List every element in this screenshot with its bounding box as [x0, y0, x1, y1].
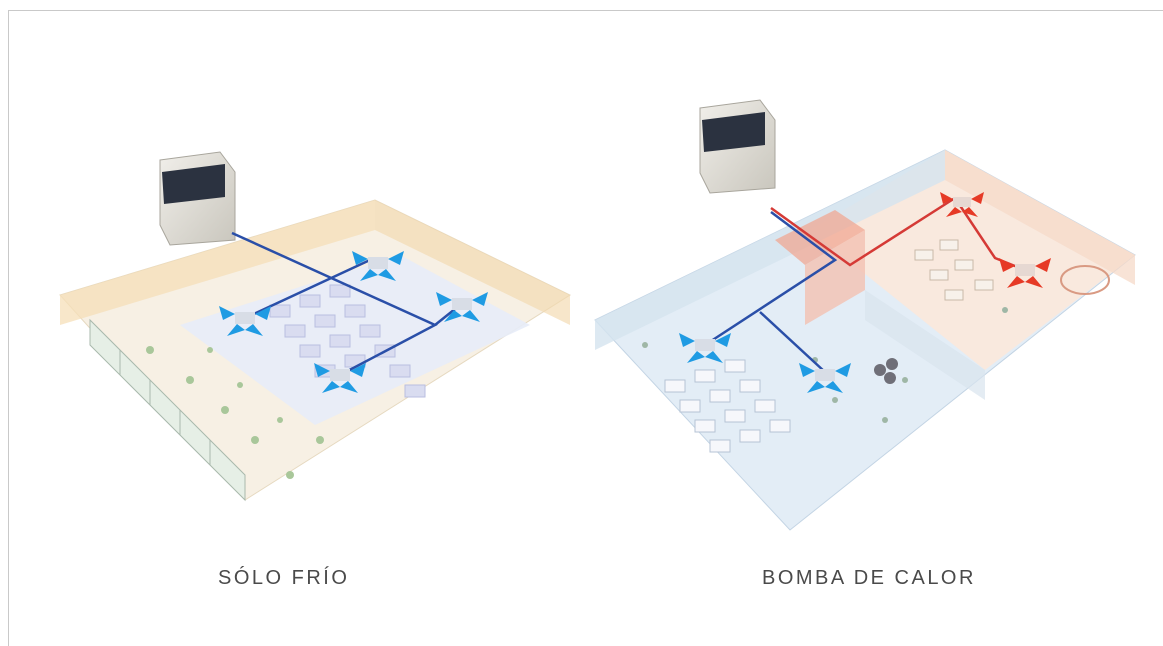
office-desks	[664, 359, 791, 453]
frame-top-border	[8, 10, 1163, 11]
storage-drums	[874, 358, 898, 384]
meeting-table	[1060, 265, 1110, 295]
indoor-unit-heat	[999, 258, 1051, 288]
back-wall	[595, 150, 945, 350]
heat-pump-illustration	[594, 99, 1136, 531]
office-desks	[914, 239, 994, 301]
indoor-unit-cool	[352, 251, 404, 281]
indoor-unit-heat	[940, 192, 984, 217]
frame-left-border	[8, 10, 9, 646]
outdoor-unit	[159, 151, 236, 246]
cooling-only-diagram	[40, 80, 600, 550]
indoor-unit-cool	[219, 306, 271, 336]
partition-wall	[865, 290, 985, 400]
core-room-front	[805, 230, 865, 325]
indoor-unit-cool	[436, 292, 488, 322]
right-wall	[375, 200, 570, 325]
decor-plants	[146, 346, 324, 479]
outdoor-unit	[699, 99, 776, 194]
cooling-only-illustration	[59, 151, 572, 502]
indoor-unit-cool	[799, 363, 851, 393]
caption-heat-pump: BOMBA DE CALOR	[762, 567, 976, 589]
right-wall	[945, 150, 1135, 285]
back-wall	[60, 200, 375, 325]
refrigerant-piping-cool	[704, 211, 838, 373]
heat-pump-diagram	[585, 80, 1145, 550]
indoor-unit-cool	[679, 333, 731, 363]
glass-facade	[89, 318, 246, 502]
caption-cooling-only: SÓLO FRÍO	[218, 567, 350, 589]
core-room	[775, 210, 865, 265]
indoor-unit-cool	[314, 363, 366, 393]
